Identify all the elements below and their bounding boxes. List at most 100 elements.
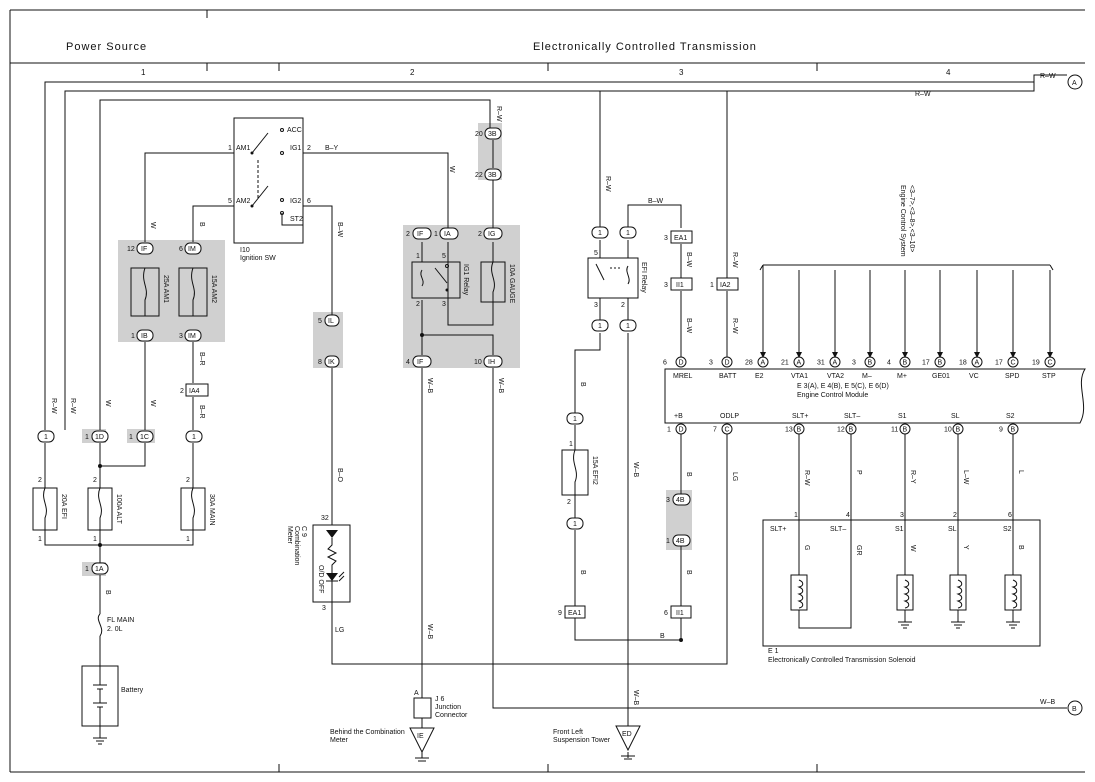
svg-text:1: 1 xyxy=(667,427,671,434)
connector-3b: 3B 20 3B 22 xyxy=(475,127,502,181)
svg-text:12: 12 xyxy=(127,246,135,253)
connector-ea1-lower: EA1 9 xyxy=(558,605,586,619)
svg-text:15A AM2: 15A AM2 xyxy=(210,275,217,303)
svg-text:3: 3 xyxy=(322,605,326,612)
ecs-caption-2: <3–7>,<3–8>,<3–10> xyxy=(908,185,915,252)
ground-ie: IE Behind the Combination Meter xyxy=(330,727,435,762)
svg-text:B: B xyxy=(903,427,908,434)
svg-text:E 1: E 1 xyxy=(768,648,779,655)
svg-text:C: C xyxy=(725,427,730,434)
svg-text:6: 6 xyxy=(179,246,183,253)
diagram-frame xyxy=(9,9,1085,773)
svg-text:C: C xyxy=(1011,360,1016,367)
svg-text:B: B xyxy=(1017,545,1024,550)
svg-text:B–Y: B–Y xyxy=(325,145,339,152)
svg-text:C: C xyxy=(1048,360,1053,367)
svg-text:2: 2 xyxy=(416,301,420,308)
svg-text:W–B: W–B xyxy=(426,378,433,394)
junction-dots xyxy=(98,333,683,642)
solenoid-coils xyxy=(790,574,1022,629)
svg-text:Front Left: Front Left xyxy=(553,729,583,736)
svg-text:7: 7 xyxy=(713,427,717,434)
column-2-label: 2 xyxy=(410,68,415,77)
svg-text:2: 2 xyxy=(93,477,97,484)
fusible-link-fl-main: FL MAIN 2. 0L xyxy=(97,613,134,637)
svg-text:1: 1 xyxy=(598,323,602,330)
svg-text:5: 5 xyxy=(442,253,446,260)
svg-text:R–W: R–W xyxy=(69,398,76,414)
svg-text:R–W: R–W xyxy=(50,398,57,414)
ecm-caption-name: Engine Control Module xyxy=(797,392,868,399)
svg-text:Suspension Tower: Suspension Tower xyxy=(553,737,611,744)
svg-text:B–W: B–W xyxy=(685,318,692,334)
connector-row-1: 1 1D 1 1C 1 1 xyxy=(37,430,203,443)
ignition-switch: AM1 AM2 ACC IG1 IG2 ST2 1 5 2 6 I10 Igni… xyxy=(228,117,311,262)
svg-text:M+: M+ xyxy=(897,373,907,380)
svg-text:Behind the Combination: Behind the Combination xyxy=(330,729,405,736)
battery: Battery xyxy=(81,665,144,745)
svg-text:1: 1 xyxy=(416,253,420,260)
svg-text:1: 1 xyxy=(794,512,798,519)
svg-text:2: 2 xyxy=(180,388,184,395)
svg-text:W–B: W–B xyxy=(632,462,639,478)
svg-text:IB: IB xyxy=(141,333,148,340)
svg-text:R–Y: R–Y xyxy=(909,470,916,484)
svg-text:31: 31 xyxy=(817,360,825,367)
svg-text:B: B xyxy=(903,360,908,367)
svg-text:100A ALT: 100A ALT xyxy=(115,494,122,525)
svg-text:B–W: B–W xyxy=(648,198,664,205)
svg-text:1A: 1A xyxy=(95,566,104,573)
svg-text:13: 13 xyxy=(785,427,793,434)
svg-text:10A GAUGE: 10A GAUGE xyxy=(508,264,515,304)
fuse-efi: 20A EFI 2 1 xyxy=(32,477,67,543)
svg-text:B: B xyxy=(938,360,943,367)
svg-text:15A EFI2: 15A EFI2 xyxy=(591,456,598,485)
svg-text:IA2: IA2 xyxy=(720,282,731,289)
svg-text:D: D xyxy=(679,360,684,367)
svg-text:9: 9 xyxy=(558,610,562,617)
svg-text:25A AM1: 25A AM1 xyxy=(162,275,169,303)
svg-text:C 9: C 9 xyxy=(300,526,307,537)
ect-title: Electronically Controlled Transmission xyxy=(533,41,757,53)
svg-text:2: 2 xyxy=(307,145,311,152)
svg-text:IM: IM xyxy=(188,246,196,253)
wire-label-rw-a: R–W xyxy=(1040,73,1056,80)
svg-text:3B: 3B xyxy=(488,172,497,179)
svg-text:B: B xyxy=(198,222,205,227)
svg-text:IL: IL xyxy=(328,318,334,325)
solenoid-coil xyxy=(1004,574,1022,629)
svg-text:R–W: R–W xyxy=(731,252,738,268)
svg-text:3: 3 xyxy=(442,301,446,308)
connector-ea1-upper: EA1 3 xyxy=(664,230,693,244)
svg-text:EA1: EA1 xyxy=(568,610,581,617)
svg-text:R–W: R–W xyxy=(731,318,738,334)
ecm-caption-connectors: E 3(A), E 4(B), E 5(C), E 6(D) xyxy=(797,383,889,390)
connector-ii1-upper: II1 3 xyxy=(664,277,693,291)
ecm-pin-m: B4M+ xyxy=(887,352,911,380)
svg-text:IA: IA xyxy=(444,231,451,238)
svg-text:BATT: BATT xyxy=(719,373,737,380)
svg-text:SPD: SPD xyxy=(1005,373,1019,380)
svg-text:3: 3 xyxy=(664,235,668,242)
svg-text:Y: Y xyxy=(962,545,969,550)
offpage-connector-b: B xyxy=(1067,700,1083,716)
wire-label-wb-b: W–B xyxy=(1040,699,1056,706)
svg-text:W: W xyxy=(448,166,455,173)
svg-text:II1: II1 xyxy=(676,282,684,289)
svg-text:B: B xyxy=(1072,706,1077,713)
ecs-caption-1: Engine Control System xyxy=(899,185,906,257)
svg-text:6: 6 xyxy=(664,610,668,617)
svg-text:S1: S1 xyxy=(895,526,904,533)
svg-text:W: W xyxy=(104,400,111,407)
svg-text:20A EFI: 20A EFI xyxy=(60,494,67,519)
svg-text:VTA2: VTA2 xyxy=(827,373,844,380)
svg-text:32: 32 xyxy=(321,515,329,522)
svg-text:Junction: Junction xyxy=(435,704,461,711)
svg-text:1: 1 xyxy=(192,434,196,441)
svg-text:IM: IM xyxy=(188,333,196,340)
svg-text:B: B xyxy=(849,427,854,434)
svg-text:1: 1 xyxy=(131,333,135,340)
